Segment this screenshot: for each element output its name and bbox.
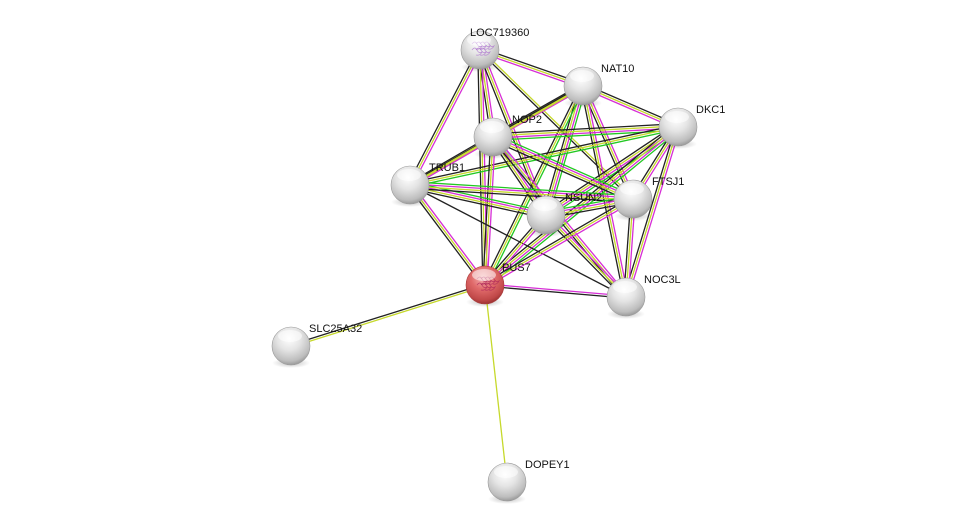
nodes-layer: LOC719360NAT10DKC1NOP2TRUB1FTSJ1NSUN2PUS… (271, 27, 725, 504)
edge-line-textmining (625, 126, 679, 298)
node-noc3l[interactable]: NOC3L (606, 274, 681, 319)
edge-line-database (410, 181, 634, 197)
node-nsun2[interactable]: NSUN2 (526, 192, 602, 237)
edge-line-coexpression (483, 196, 633, 284)
edge-line-coexpression (623, 126, 677, 297)
node-label: DOPEY1 (525, 459, 570, 471)
node-label: LOC719360 (470, 27, 529, 39)
node-nop2[interactable]: NOP2 (473, 114, 542, 159)
edge-trub1-ftsj1[interactable] (409, 181, 634, 203)
edge-line-experiments (485, 283, 627, 297)
node-highlight (278, 330, 302, 342)
edge-line-textmining (492, 137, 633, 201)
edge-line-experiments (410, 183, 634, 199)
edge-ftsj1-pus7[interactable] (483, 196, 635, 288)
edge-loc719360-ftsj1[interactable] (478, 48, 635, 201)
edge-loc719360-trub1[interactable] (407, 48, 483, 187)
edge-line-experiments (481, 49, 488, 285)
node-highlight (472, 269, 496, 281)
node-label: DKC1 (696, 104, 725, 116)
edge-line-coexpression (580, 86, 625, 298)
node-slc25a32[interactable]: SLC25A32 (271, 323, 362, 368)
node-loc719360[interactable]: LOC719360 (460, 27, 529, 72)
edge-line-textmining (484, 198, 634, 286)
edges-layer (290, 47, 681, 483)
node-highlight (397, 169, 421, 181)
edge-line-textmining (492, 125, 678, 137)
node-nat10[interactable]: NAT10 (563, 63, 634, 108)
node-trub1[interactable]: TRUB1 (390, 162, 465, 207)
edge-line-coexpression (482, 123, 677, 283)
edge-nop2-ftsj1[interactable] (491, 133, 635, 203)
node-label: NOP2 (512, 114, 542, 126)
node-label: NOC3L (644, 274, 681, 286)
edge-line-database (494, 133, 635, 197)
edge-line-textmining (484, 136, 494, 286)
edge-trub1-noc3l[interactable] (409, 184, 627, 298)
edge-dkc1-noc3l[interactable] (623, 126, 681, 298)
edge-line-coexpression (492, 123, 678, 135)
node-highlight (665, 111, 689, 123)
node-dkc1[interactable]: DKC1 (658, 104, 725, 149)
edge-dkc1-nop2[interactable] (492, 123, 679, 141)
node-label: NAT10 (601, 63, 634, 75)
edge-line-coexpression (409, 187, 633, 203)
node-highlight (570, 70, 594, 82)
node-ftsj1[interactable]: FTSJ1 (613, 176, 684, 221)
edge-line-textmining (409, 185, 546, 217)
edge-line-coexpression (409, 187, 546, 219)
edge-line-coexpression (290, 283, 485, 346)
node-label: FTSJ1 (652, 176, 684, 188)
node-label: SLC25A32 (309, 323, 362, 335)
node-highlight (480, 121, 504, 133)
edge-line-coexpression (491, 139, 632, 203)
edge-line-coexpression (407, 48, 479, 185)
edge-line-database (486, 86, 586, 287)
edge-line-coexpression (409, 124, 678, 184)
edge-line-textmining (291, 285, 486, 348)
edge-line-coexpression (409, 184, 627, 298)
node-highlight (613, 281, 637, 293)
node-dopey1[interactable]: DOPEY1 (487, 459, 570, 504)
edge-trub1-nsun2[interactable] (409, 181, 547, 219)
edge-line-experiments (411, 50, 483, 187)
edge-line-experiments (493, 127, 679, 139)
edge-pus7-noc3l[interactable] (484, 283, 627, 299)
edge-line-coexpression (482, 136, 492, 285)
edge-pus7-slc25a32[interactable] (290, 283, 486, 348)
edge-pus7-dopey1[interactable] (484, 284, 508, 483)
edge-line-experiments (493, 135, 634, 199)
edge-line-experiments (410, 183, 547, 215)
node-pus7[interactable]: PUS7 (465, 262, 531, 307)
node-highlight (533, 199, 557, 211)
node-label: TRUB1 (429, 162, 465, 174)
edge-nop2-pus7[interactable] (482, 136, 496, 286)
node-highlight (467, 34, 491, 46)
edge-line-experiments (627, 127, 681, 298)
edge-line-textmining (480, 48, 635, 199)
node-label: PUS7 (502, 262, 531, 274)
edge-line-experiments (485, 200, 635, 288)
edge-line-textmining (409, 185, 633, 201)
edge-line-textmining (409, 49, 481, 186)
edge-line-coexpression (484, 285, 626, 299)
node-label: NSUN2 (565, 192, 602, 204)
node-highlight (620, 183, 644, 195)
edge-line-textmining (484, 284, 508, 483)
edge-line-database (410, 181, 547, 213)
edge-line-experiments (486, 137, 496, 286)
edge-line-coexpression (478, 50, 633, 201)
node-highlight (494, 466, 518, 478)
